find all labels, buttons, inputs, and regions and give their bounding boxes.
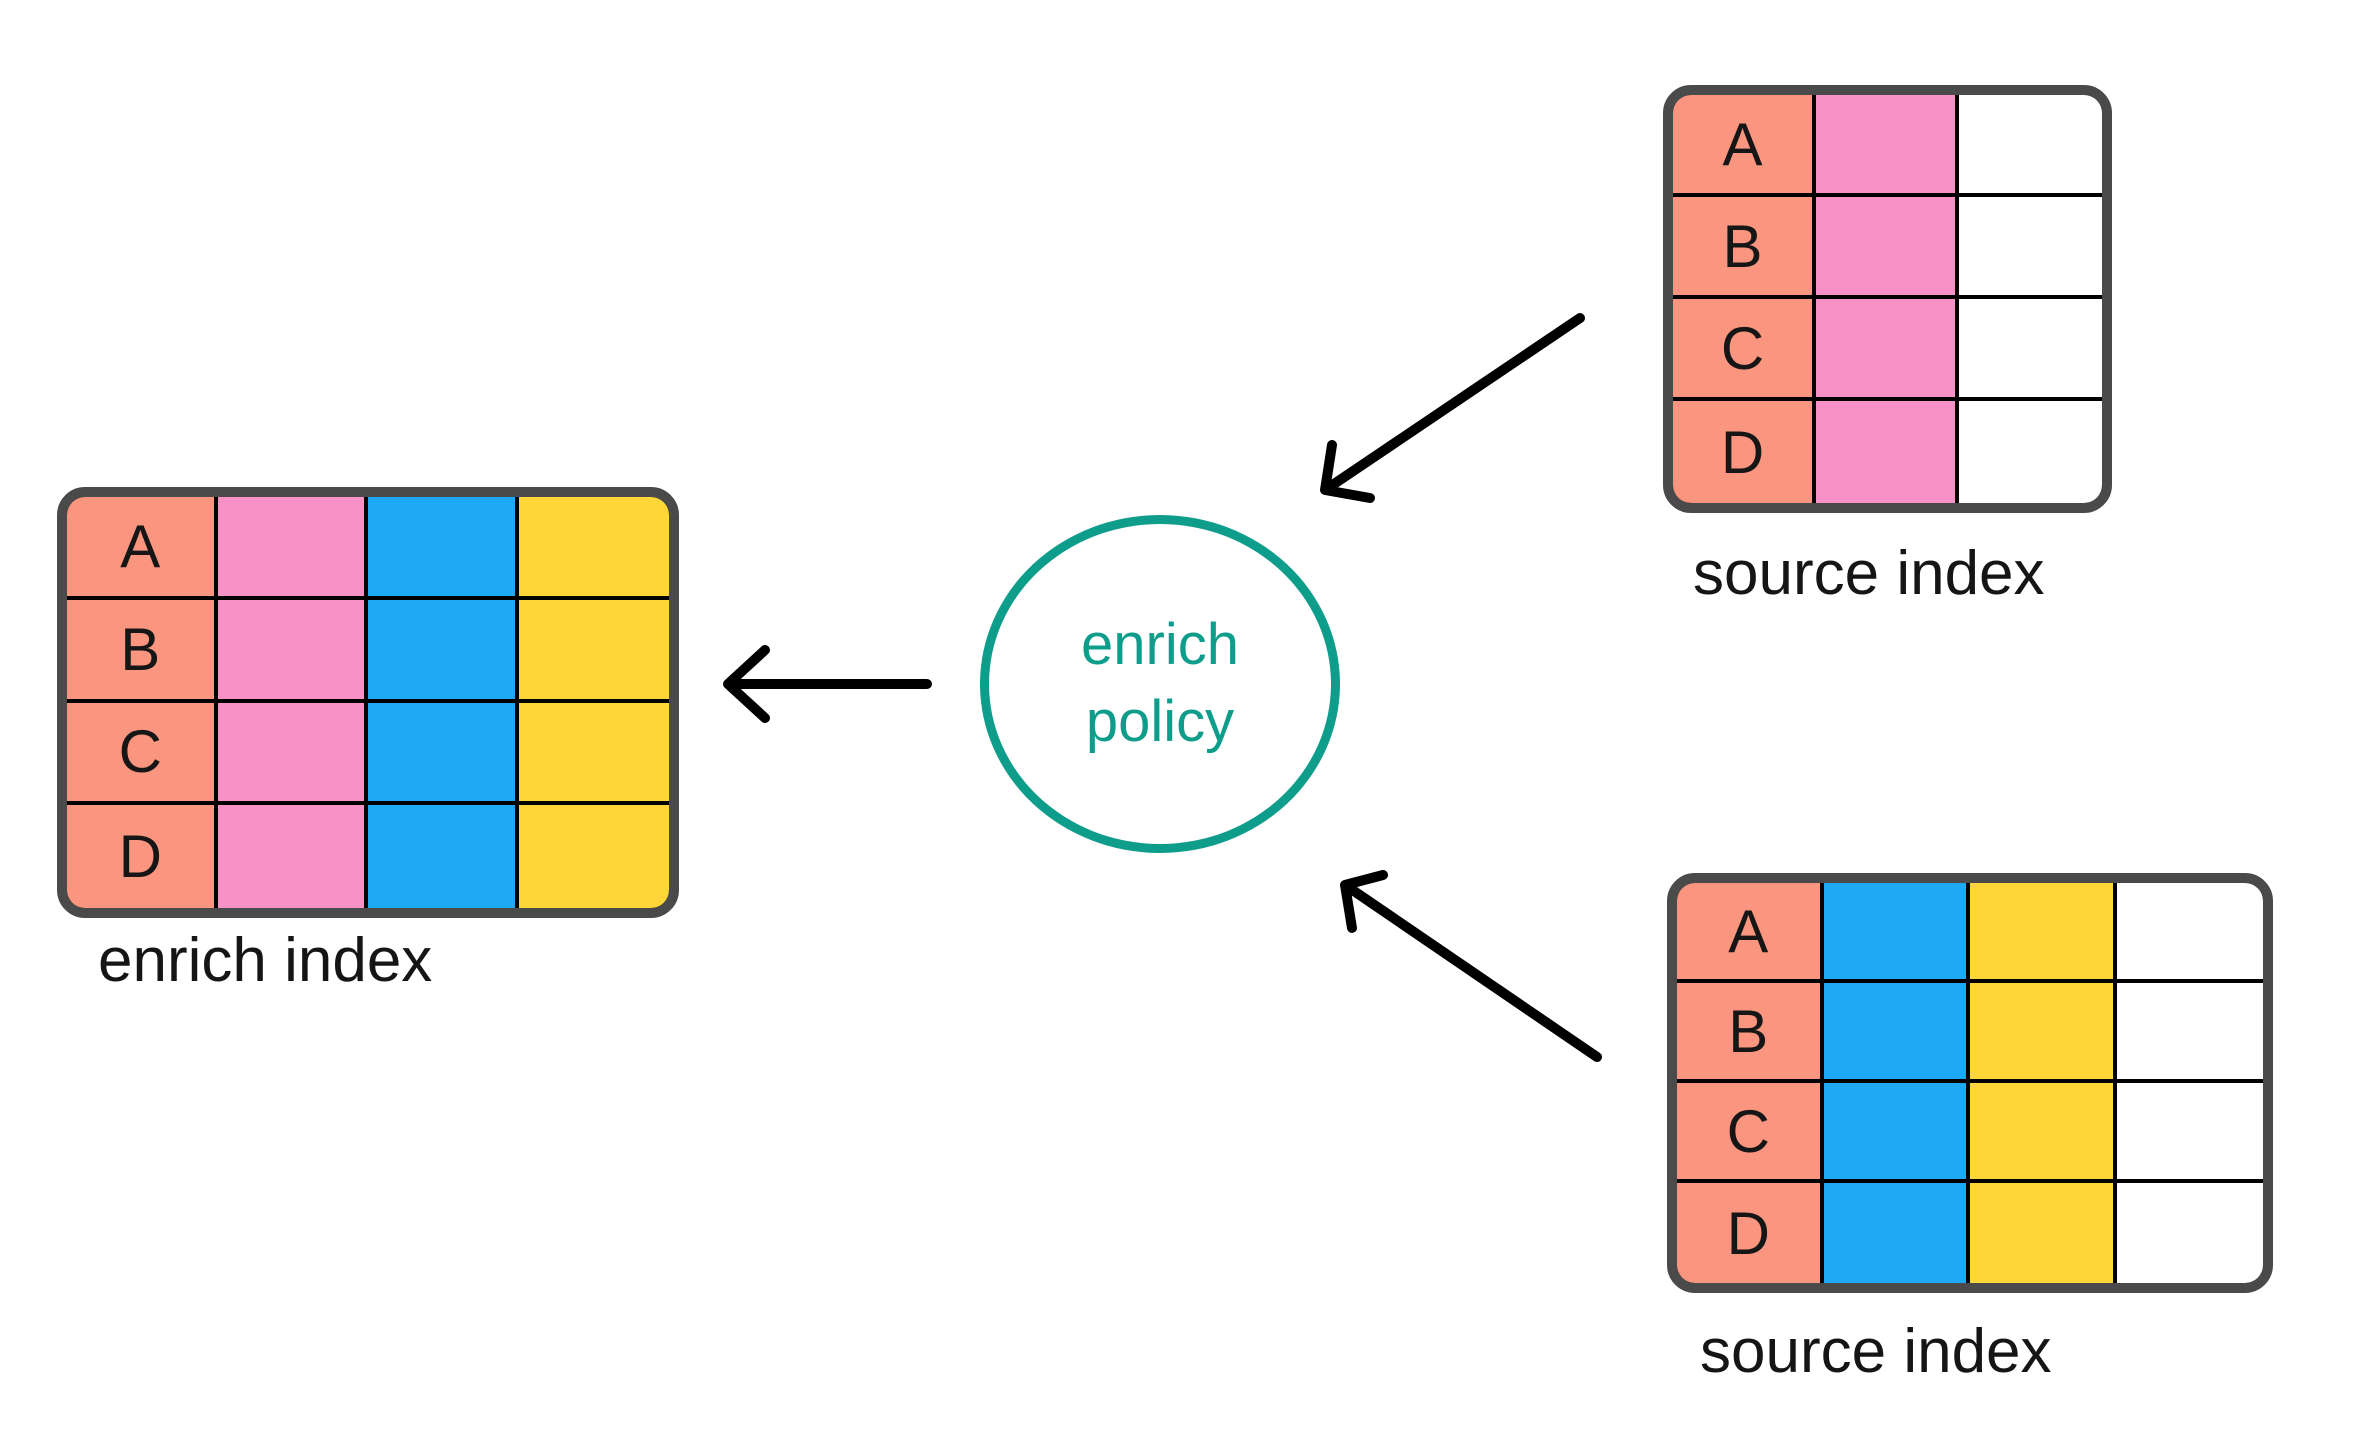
data-cell bbox=[1959, 95, 2102, 197]
data-cell bbox=[1823, 883, 1970, 983]
enrich-policy-circle: enrich policy bbox=[980, 515, 1340, 853]
data-cell bbox=[217, 599, 368, 703]
row-key-cell: D bbox=[67, 805, 218, 908]
row-key-cell: A bbox=[1673, 95, 1816, 197]
row-key-cell: D bbox=[1677, 1183, 1824, 1283]
data-cell bbox=[1970, 1083, 2117, 1183]
row-key-cell: A bbox=[67, 497, 218, 600]
data-cell bbox=[217, 702, 368, 806]
row-key-cell: A bbox=[1677, 883, 1824, 983]
data-cell bbox=[1970, 883, 2117, 983]
data-cell bbox=[1816, 401, 1959, 503]
data-cell bbox=[1823, 983, 1970, 1083]
data-cell bbox=[1959, 401, 2102, 503]
data-cell bbox=[368, 599, 519, 703]
arrow-from-source-top-head bbox=[1320, 440, 1375, 503]
row-key-cell: C bbox=[67, 702, 218, 806]
data-cell bbox=[518, 702, 669, 806]
data-cell bbox=[1823, 1183, 1970, 1283]
data-cell bbox=[217, 805, 368, 908]
data-cell bbox=[2116, 883, 2263, 983]
data-cell bbox=[1970, 983, 2117, 1083]
data-cell bbox=[1823, 1083, 1970, 1183]
data-cell bbox=[1816, 95, 1959, 197]
row-key-cell: B bbox=[1677, 983, 1824, 1083]
data-cell bbox=[518, 805, 669, 908]
arrow-to-enrich-index-head bbox=[723, 645, 770, 723]
data-cell bbox=[1959, 299, 2102, 401]
data-cell bbox=[1970, 1183, 2117, 1283]
data-cell bbox=[217, 497, 368, 600]
data-cell bbox=[2116, 1183, 2263, 1283]
enrich-index-label: enrich index bbox=[98, 926, 433, 995]
data-cell bbox=[1959, 197, 2102, 299]
arrow-from-source-top bbox=[1326, 313, 1585, 491]
arrow-from-source-bottom-head bbox=[1340, 870, 1388, 933]
row-key-cell: B bbox=[67, 599, 218, 703]
row-key-cell: D bbox=[1673, 401, 1816, 503]
enrich-policy-label-line2: policy bbox=[1085, 689, 1235, 754]
arrow-from-source-bottom bbox=[1346, 884, 1602, 1062]
data-cell bbox=[368, 805, 519, 908]
row-key-cell: C bbox=[1673, 299, 1816, 401]
enrich-policy-label-line1: enrich bbox=[1081, 612, 1239, 678]
data-cell bbox=[1816, 299, 1959, 401]
data-cell bbox=[2116, 1083, 2263, 1183]
row-key-cell: C bbox=[1677, 1083, 1824, 1183]
source-index-label-bottom: source index bbox=[1700, 1317, 2052, 1386]
data-cell bbox=[518, 599, 669, 703]
data-cell bbox=[518, 497, 669, 600]
data-cell bbox=[368, 497, 519, 600]
data-cell bbox=[1816, 197, 1959, 299]
row-key-cell: B bbox=[1673, 197, 1816, 299]
data-cell bbox=[368, 702, 519, 806]
source-index-label-top: source index bbox=[1693, 539, 2045, 608]
data-cell bbox=[2116, 983, 2263, 1083]
